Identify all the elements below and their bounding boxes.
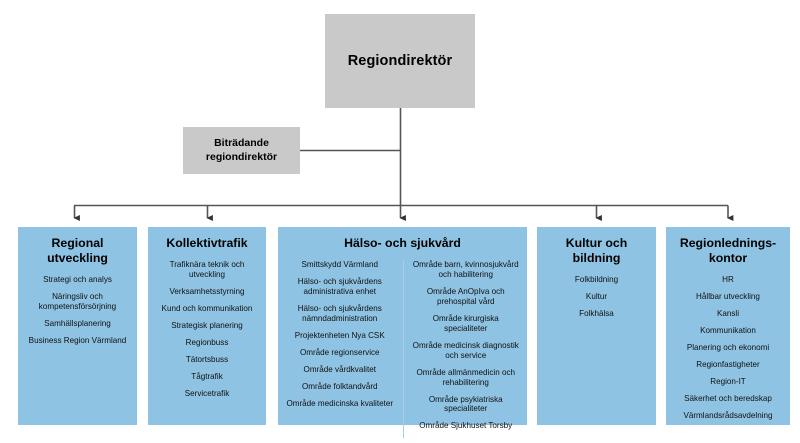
list-item[interactable]: Område folktandvård: [301, 381, 378, 391]
list-item[interactable]: Värmlandsrådsavdelning: [683, 410, 773, 420]
unit-title-line2: bildning: [572, 251, 621, 265]
list-item[interactable]: Område vårdkvalitet: [303, 364, 376, 374]
list-item[interactable]: Område regionservice: [299, 347, 380, 357]
unit-kultur-och-bildning[interactable]: Kultur och bildning Folkbildning Kultur …: [537, 227, 656, 425]
list-item[interactable]: Område kirurgiska specialiteter: [432, 313, 499, 333]
list-item[interactable]: Tätortsbuss: [185, 354, 229, 364]
list-item[interactable]: Trafiknära teknik och utveckling: [169, 260, 245, 279]
unit-list-halso-right: Område barn, kvinnosjukvård och habilite…: [402, 260, 524, 439]
list-item[interactable]: Näringsliv och kompetensförsörjning: [38, 291, 117, 311]
unit-regional-utveckling[interactable]: Regional utveckling Strategi och analys …: [18, 227, 137, 425]
list-item[interactable]: Samhällsplanering: [44, 318, 111, 328]
unit-title-halso-och-sjukvard: Hälso- och sjukvård: [344, 236, 461, 250]
unit-lists-halso-och-sjukvard: Smittskydd Värmland Hälso- och sjukvårde…: [282, 260, 524, 439]
unit-title-kollektivtrafik: Kollektivtrafik: [166, 236, 248, 250]
unit-title-line2: utveckling: [47, 251, 108, 265]
list-item[interactable]: Hållbar utveckling: [696, 291, 760, 301]
list-item[interactable]: Business Region Värmland: [28, 335, 127, 345]
unit-title-line1: Kultur och: [565, 236, 628, 250]
unit-kollektivtrafik[interactable]: Kollektivtrafik Trafiknära teknik och ut…: [148, 227, 266, 425]
unit-list-kultur-och-bildning: Folkbildning Kultur Folkhälsa: [541, 275, 652, 326]
list-item[interactable]: Servicetrafik: [184, 388, 230, 398]
list-item[interactable]: Kommunikation: [700, 325, 756, 335]
list-item[interactable]: Område medicinska kvaliteter: [286, 398, 394, 408]
list-item[interactable]: Region-IT: [710, 376, 746, 386]
list-item[interactable]: Område AnOpIva och prehospital vård: [426, 286, 505, 306]
unit-title-regional-utveckling: Regional utveckling: [22, 236, 133, 266]
list-item[interactable]: Hälso- och sjukvårdens nämndadministrati…: [297, 303, 382, 323]
unit-list-kollektivtrafik: Trafiknära teknik och utveckling Verksam…: [152, 260, 262, 406]
unit-title-line2: kontor: [708, 251, 748, 265]
list-item[interactable]: Område barn, kvinnosjukvård och habilite…: [412, 260, 519, 279]
list-item[interactable]: Regionfastigheter: [696, 359, 760, 369]
node-regiondirektor-label: Regiondirektör: [347, 53, 453, 69]
unit-halso-och-sjukvard[interactable]: Hälso- och sjukvård Smittskydd Värmland …: [278, 227, 527, 439]
unit-list-regional-utveckling: Strategi och analys Näringsliv och kompe…: [22, 275, 133, 353]
deputy-label-line1: Biträdande: [214, 137, 269, 150]
list-item[interactable]: Tågtrafik: [191, 371, 223, 381]
unit-title-regionledningskontor: Regionlednings- kontor: [670, 236, 786, 266]
list-item[interactable]: Strategisk planering: [171, 320, 243, 330]
list-item[interactable]: Säkerhet och beredskap: [684, 393, 772, 403]
list-item[interactable]: Område allmänmedicin och rehabilitering: [416, 367, 516, 387]
list-item[interactable]: Smittskydd Värmland: [301, 260, 378, 269]
list-item[interactable]: Regionbuss: [185, 337, 229, 347]
list-item[interactable]: Folkhälsa: [579, 308, 614, 318]
unit-list-regionledningskontor: HR Hållbar utveckling Kansli Kommunikati…: [670, 275, 786, 428]
list-item[interactable]: Område medicinsk diagnostik och service: [412, 340, 519, 360]
list-item[interactable]: Verksamhetsstyrning: [169, 286, 245, 296]
unit-regionledningskontor[interactable]: Regionlednings- kontor HR Hållbar utveck…: [666, 227, 790, 425]
list-item[interactable]: Folkbildning: [574, 275, 619, 284]
node-bitradande-regiondirektor-label: Biträdande regiondirektör: [206, 137, 277, 164]
unit-title-line1: Regional: [51, 236, 104, 250]
list-item[interactable]: Planering och ekonomi: [686, 342, 770, 352]
node-regiondirektor[interactable]: Regiondirektör: [325, 14, 475, 108]
list-item[interactable]: Kund och kommunikation: [161, 303, 253, 313]
list-item[interactable]: Projektenheten Nya CSK: [294, 330, 385, 340]
deputy-label-line2: regiondirektör: [205, 150, 278, 163]
node-bitradande-regiondirektor[interactable]: Biträdande regiondirektör: [183, 127, 300, 174]
list-item[interactable]: Kultur: [585, 291, 608, 301]
unit-title-line1: Regionlednings-: [679, 236, 777, 250]
list-item[interactable]: Område psykiatriska specialiteter: [428, 394, 503, 414]
list-item[interactable]: Kansli: [716, 308, 740, 318]
list-item[interactable]: Hälso- och sjukvårdens administrativa en…: [297, 276, 382, 296]
list-item[interactable]: Strategi och analys: [43, 275, 112, 284]
unit-list-halso-left: Smittskydd Värmland Hälso- och sjukvårde…: [282, 260, 403, 416]
list-item[interactable]: Område Sjukhuset Torsby: [419, 421, 513, 431]
list-item[interactable]: HR: [722, 275, 734, 284]
unit-title-kultur-och-bildning: Kultur och bildning: [541, 236, 652, 266]
